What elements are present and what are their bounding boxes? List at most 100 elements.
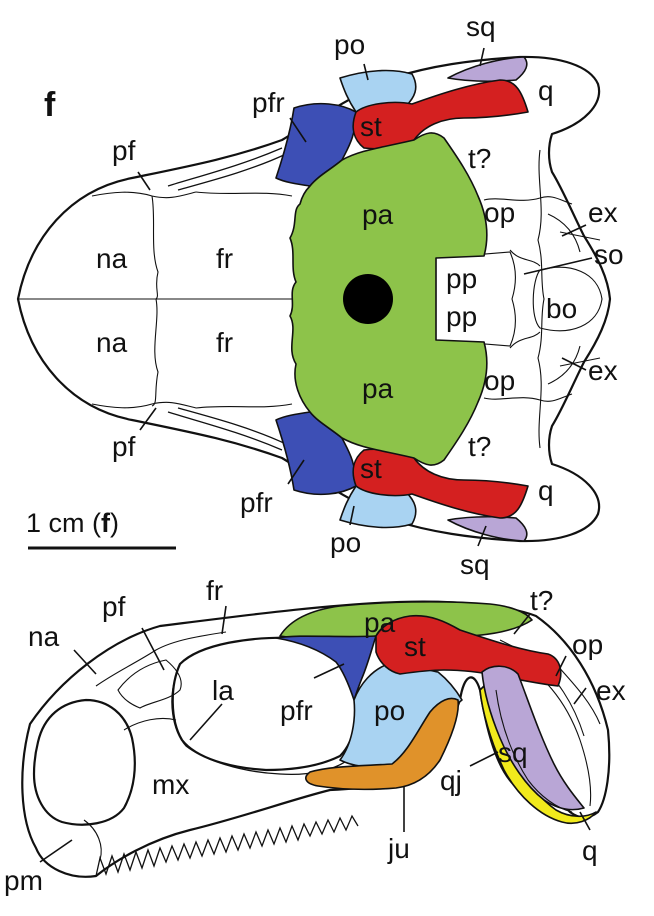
scale-bar: 1 cm (f) [26,508,176,550]
suture-occipital-3 [537,149,545,449]
ptr-lat-na [73,649,97,675]
label-st-bottom: st [360,453,382,484]
label-lat-pa: pa [364,607,396,638]
ptr-lat-qj [469,751,499,767]
panel-label: f [44,86,56,124]
label-po-top: po [334,29,365,60]
lateral-labels: na pf fr pa t? op st ex la pfr po mx sq … [4,575,626,896]
suture-bo [532,266,603,332]
suture-fr-pa-top [195,191,293,197]
label-so: so [594,239,624,270]
scale-bar-bold: f [101,508,111,538]
label-lat-pfr: pfr [280,695,313,726]
ptr-lat-la [189,703,223,741]
suture-pp-region [435,251,517,347]
label-pa-bottom: pa [362,373,394,404]
ptr-lat-fr [221,605,227,635]
maxillary-teeth [95,814,359,877]
label-q-top: q [538,75,554,106]
label-lat-q: q [582,835,598,866]
label-lat-qj: qj [440,765,462,796]
sq-top-bone [447,56,528,83]
ptr-po-bottom [349,505,355,526]
label-pfr-top: pfr [252,87,285,118]
label-t-top: t? [468,143,491,174]
ptr-lat-pm [39,839,73,863]
label-pf-top: pf [112,135,136,166]
suture-na-fr [151,195,159,407]
label-fr-bottom: fr [216,327,233,358]
dorsal-labels: pf pfr po sq q st t? op ex so pp pp bo e… [96,11,624,580]
lat-ju-bone [305,697,460,791]
label-lat-la: la [212,675,234,706]
suture-ex-region-bottom [547,345,601,385]
ptr-pfr-top [289,117,307,143]
ptr-so [523,257,593,275]
sq-bottom-bone [447,515,528,542]
suture-pf-na-top [91,191,197,199]
lat-st-bone [375,614,562,687]
label-lat-fr: fr [206,575,223,606]
orbit-rim-bottom-inner [177,407,287,445]
ptr-pf-bottom [139,407,157,431]
lateral-view [21,600,611,878]
label-lat-sq: sq [498,737,528,768]
lat-sq-bone [481,665,585,811]
lat-pfr-bone [275,635,377,701]
ptr-lat-pf [141,627,165,671]
label-sq-top: sq [466,11,496,42]
label-ex-top: ex [588,197,618,228]
pineal-foramen [343,274,393,324]
label-lat-na: na [28,621,60,652]
lat-suture-nasal [95,631,227,687]
label-lat-t: t? [530,585,553,616]
external-naris [32,698,136,826]
label-po-bottom: po [330,527,361,558]
label-lat-po: po [374,695,405,726]
ptr-sq-bottom [477,525,487,547]
ptr-pf-top [137,171,151,191]
orbit-rim-top [167,147,283,187]
dorsal-view [16,47,612,547]
label-op-top: op [484,197,515,228]
st-bottom-bone [352,448,529,519]
label-pp-bottom: pp [446,301,477,332]
label-st-top: st [360,111,382,142]
ptr-ex-bottom [561,357,587,371]
label-ex-bottom: ex [588,355,618,386]
label-fr-top: fr [216,243,233,274]
ptr-lat-ex [573,687,587,705]
label-pf-bottom: pf [112,431,136,462]
ptr-lat-t [513,613,531,635]
ptr-po-top [363,63,369,81]
suture-occipital-2 [483,393,573,402]
scale-bar-prefix: 1 cm ( [26,508,101,538]
label-na-bottom: na [96,327,128,358]
suture-occipital-1 [483,196,573,205]
label-na-top: na [96,243,128,274]
label-lat-op: op [572,629,603,660]
ptr-lat-pfr [313,663,345,679]
label-lat-st: st [404,631,426,662]
label-t-bottom: t? [468,431,491,462]
suture-fr-pa-bottom [195,403,293,409]
lat-suture-lacrimal [123,717,177,731]
label-pfr-bottom: pfr [240,487,273,518]
suture-occipital-4 [509,249,541,349]
ptr-ex-top [561,224,587,237]
ptr-sq-top [479,47,485,67]
st-top-bone [352,79,529,150]
orbit-rim-bottom [167,411,283,451]
scale-bar-label: 1 cm (f) [26,508,119,538]
scale-bar-suffix: ) [110,508,119,538]
label-lat-pf: pf [102,591,126,622]
label-pa-top: pa [362,199,394,230]
lat-suture-qj-edge [495,689,573,813]
label-q-bottom: q [538,475,554,506]
label-op-bottom: op [484,365,515,396]
orbit-rim-top-inner [177,153,287,191]
label-lat-mx: mx [152,769,189,800]
lat-suture-premax [83,819,102,861]
